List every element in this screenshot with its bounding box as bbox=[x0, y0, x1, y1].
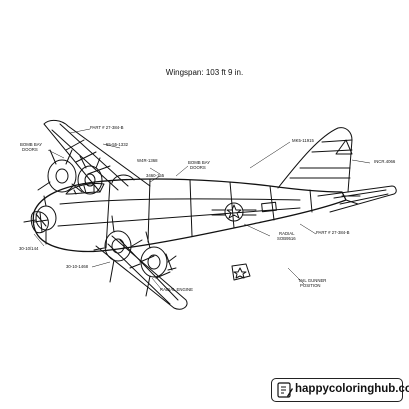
engine-4 bbox=[129, 231, 177, 297]
callout-bomb-bay-doors-left-line-1: BOMB BAY bbox=[20, 142, 43, 147]
callout-code-f: 30-10/144 bbox=[19, 246, 39, 251]
wing-upper bbox=[43, 119, 151, 193]
callout-code-g: 30-10-1468 bbox=[66, 264, 88, 269]
callout-code-a: 55-55-1332 bbox=[106, 142, 128, 147]
tail-stabilizer bbox=[317, 185, 397, 213]
callout-code-c: 3460-155 bbox=[146, 173, 165, 178]
wingspan-caption: Wingspan: 103 ft 9 in. bbox=[165, 68, 244, 77]
engine-3 bbox=[93, 215, 143, 283]
brand-badge: happycoloringhub.com bbox=[271, 378, 409, 402]
callout-radial-engine: RADIAL ENGINE bbox=[160, 287, 194, 292]
fuselage bbox=[32, 178, 347, 253]
callout-code-d: MK5-11915 bbox=[292, 138, 314, 143]
callout-radial-line-2: SOB9516 bbox=[277, 236, 296, 241]
callout-bomb-bay-doors-mid-line-2: DOORS bbox=[190, 165, 206, 170]
callout-bomb-bay-doors-left-line-2: DOORS bbox=[22, 147, 38, 152]
star-insignia bbox=[224, 202, 244, 222]
callout-part-right: PART # 27-384-B bbox=[316, 230, 350, 235]
callout-part-left: PART # 27-384-B bbox=[90, 125, 124, 130]
callout-code-b: W4R-1368 bbox=[137, 158, 158, 163]
callout-bomb-bay-doors-mid-line-1: BOMB BAY bbox=[188, 160, 211, 165]
tail-fin bbox=[277, 127, 353, 193]
top-turret bbox=[111, 174, 135, 184]
waist-window bbox=[261, 201, 277, 213]
wing-lower bbox=[95, 235, 188, 310]
nose-engine bbox=[23, 195, 57, 245]
engine-1 bbox=[37, 149, 83, 193]
callout-radial-line-1: RADIAL bbox=[279, 231, 295, 236]
callout-tail-gunner-line-1: TAIL GUNNER bbox=[298, 278, 327, 283]
brand-name: happycoloringhub.com bbox=[295, 383, 409, 395]
coloring-page-icon bbox=[277, 382, 293, 398]
callout-code-e: INCR.4066 bbox=[374, 159, 396, 164]
engine-2 bbox=[77, 155, 103, 195]
callout-tail-gunner-line-2: POSITION bbox=[300, 283, 321, 288]
